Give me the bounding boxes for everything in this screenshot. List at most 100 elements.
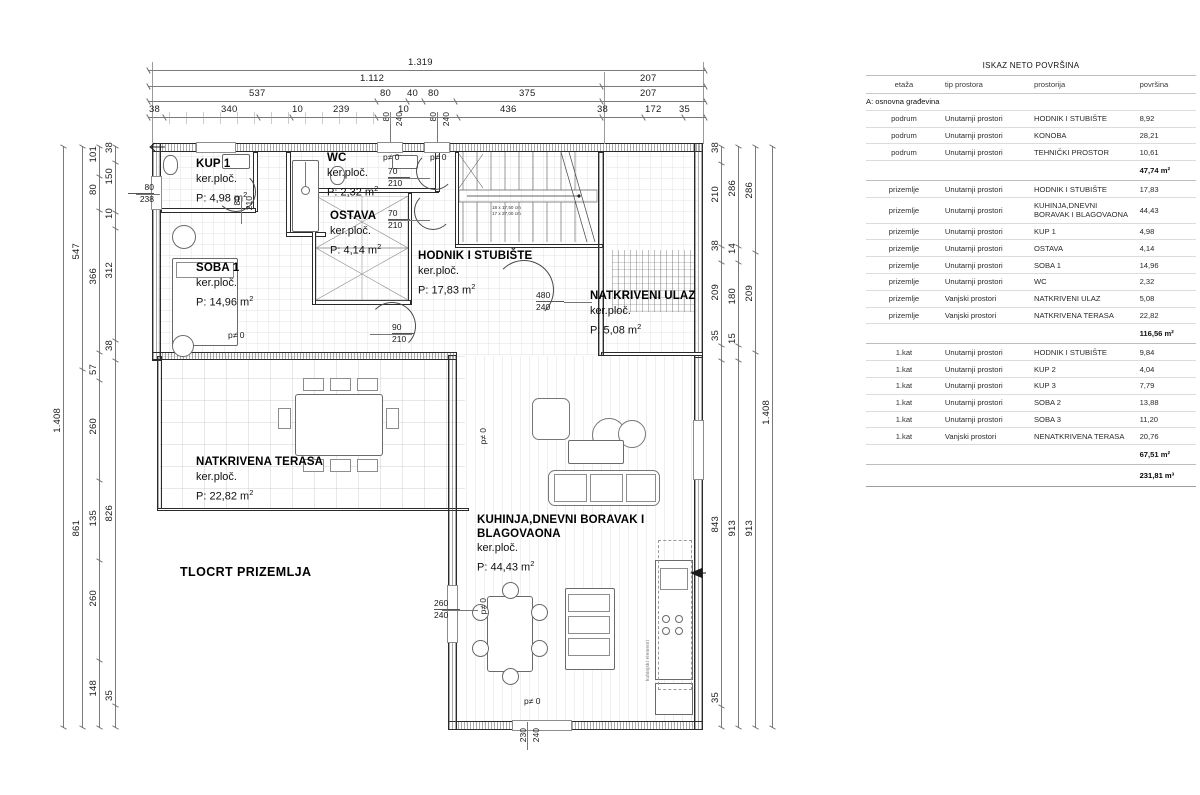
dim-value-left4-1: 38 xyxy=(104,142,115,153)
level-mark-6: p≠ 0 xyxy=(524,696,541,706)
leader-entry-door xyxy=(564,302,592,303)
room-name-soba1: SOBA 1 xyxy=(196,262,240,274)
dim-value-top4-8: 172 xyxy=(645,104,662,115)
room-area-wc: P: 2,32 m2 xyxy=(327,181,378,201)
dim-value-top4-6: 436 xyxy=(500,104,517,115)
leader-door-kup1 xyxy=(241,196,242,224)
cell-etaza: podrum xyxy=(866,143,942,162)
hob-burner-2 xyxy=(675,615,683,623)
cell-povrsina: 11,20 xyxy=(1136,411,1196,429)
terrace-chair-8 xyxy=(386,408,399,429)
grand-total-row: 231,81 m³ xyxy=(866,464,1196,488)
dim-value-left-total: 1.408 xyxy=(52,408,63,433)
cell-tip: Unutarnji prostori xyxy=(941,394,1031,412)
island-stool-3 xyxy=(568,638,610,656)
dim-value-right3-1: 286 xyxy=(744,182,755,199)
room-area-value-ulaz: P: 5,08 m xyxy=(590,324,638,337)
subtotal-row-prizemlje: 116,56 m² xyxy=(866,323,1196,345)
opening-tag-terrace-door: 260 240 xyxy=(434,598,460,620)
cell-povrsina: 4,98 xyxy=(1136,223,1196,241)
room-finish-ulaz: ker.ploč. xyxy=(590,304,631,317)
table-row: podrum Unutarnji prostori TEHNIČKI PROST… xyxy=(866,143,1196,162)
dim-chain-top-3 xyxy=(148,101,706,102)
wall-terrace-bottom xyxy=(157,508,469,511)
cell-tip: Unutarnji prostori xyxy=(941,180,1031,198)
terrace-door-width: 260 xyxy=(434,598,449,608)
cell-prostorija: KUP 2 xyxy=(1030,360,1137,378)
sink-kup1 xyxy=(222,154,250,169)
terrace-chair-5 xyxy=(330,459,351,472)
dim-value-right3-2: 209 xyxy=(744,285,755,302)
table-round-soba1-lower xyxy=(172,335,194,357)
cell-povrsina: 7,79 xyxy=(1136,377,1196,395)
room-label-natkriveni-ulaz: NATKRIVENI ULAZ ker.ploč. P: 5,08 m2 xyxy=(590,290,696,338)
table-row: prizemlje Vanjski prostori NATKRIVENI UL… xyxy=(866,290,1196,308)
cell-etaza: prizemlje xyxy=(866,197,942,224)
cell-etaza: 1.kat xyxy=(866,427,942,446)
section-label-osnovna-gradevina: A: osnovna građevina xyxy=(866,93,1196,111)
cell-tip: Unutarnji prostori xyxy=(941,360,1031,378)
dim-chain-right-4 xyxy=(772,146,773,728)
cell-etaza: podrum xyxy=(866,110,942,128)
door-height-wc: 210 xyxy=(388,177,403,188)
floor-tiling-entry xyxy=(606,150,698,355)
dim-value-left4-7: 35 xyxy=(104,690,115,701)
staircase xyxy=(458,151,599,244)
opening-tag-divider-6 xyxy=(434,608,460,610)
room-finish-terasa: ker.ploč. xyxy=(196,470,237,483)
cell-povrsina: 13,88 xyxy=(1136,394,1196,412)
dim-tick-l4-h xyxy=(112,725,119,730)
table-row: prizemlje Unutarnji prostori KUHINJA,DNE… xyxy=(866,197,1196,224)
room-area-kuhinja: P: 44,43 m2 xyxy=(477,556,644,576)
dim-value-top2-1: 1.112 xyxy=(360,73,385,84)
table-row: 1.kat Unutarnji prostori KUP 2 4,04 xyxy=(866,360,1196,378)
cell-prostorija: KUP 1 xyxy=(1030,223,1137,241)
dim-chain-top-1 xyxy=(148,70,706,71)
dim-value-left3-7: 260 xyxy=(88,590,99,607)
terrace-chair-2 xyxy=(330,378,351,391)
hob-burner-3 xyxy=(662,627,670,635)
cell-etaza: 1.kat xyxy=(866,411,942,429)
room-area-unit-soba1: 2 xyxy=(249,293,254,303)
dining-chair-i6 xyxy=(502,668,519,685)
subtotal-row-podrum: 47,74 m² xyxy=(866,160,1196,182)
room-finish-wc: ker.ploč. xyxy=(327,166,368,179)
level-mark-5: p≠ 0 xyxy=(478,598,488,615)
cell-povrsina: 14,96 xyxy=(1136,256,1196,275)
level-mark-2: p≠ 0 xyxy=(430,152,447,162)
cell-etaza: prizemlje xyxy=(866,256,942,275)
cell-povrsina: 22,82 xyxy=(1136,307,1196,325)
table-round-soba1 xyxy=(172,225,196,249)
door-swing-kup1 xyxy=(216,172,256,212)
cell-tip: Unutarnji prostori xyxy=(941,256,1031,275)
col-header-povrsina: površina xyxy=(1136,76,1196,94)
dim-value-left3-2: 80 xyxy=(88,184,99,195)
dim-value-left4-5: 38 xyxy=(104,340,115,351)
dim-value-top4-9: 35 xyxy=(679,104,690,115)
subtotal-pad-8 xyxy=(941,444,1031,466)
subtotal-value-prizemlje: 116,56 m² xyxy=(1136,323,1196,345)
cell-prostorija: HODNIK I STUBIŠTE xyxy=(1030,343,1137,362)
opening-width-window-left: 80 xyxy=(144,182,154,192)
dim-tick-r1-h xyxy=(718,725,725,730)
cell-prostorija: HODNIK I STUBIŠTE xyxy=(1030,110,1137,128)
kitchen-label-vertical: kuhinjski elementi xyxy=(645,640,650,681)
dim-tick-r3-d xyxy=(752,725,759,730)
dim-value-left3-6: 135 xyxy=(88,510,99,527)
shower-head xyxy=(301,186,310,195)
cell-povrsina: 10,61 xyxy=(1136,143,1196,162)
room-name-wc: WC xyxy=(327,152,347,164)
total-pad-1 xyxy=(866,464,942,488)
cell-povrsina: 28,21 xyxy=(1136,127,1196,145)
table-row: prizemlje Vanjski prostori NATKRIVENA TE… xyxy=(866,307,1196,325)
opening-tag-divider-5 xyxy=(536,300,564,302)
dim-tick-r2-f xyxy=(735,725,742,730)
window-top-1 xyxy=(377,142,403,153)
leader-top-1 xyxy=(390,112,391,142)
shower-pipe xyxy=(305,162,306,187)
col-header-tip: tip prostora xyxy=(941,76,1031,94)
opening-tag-bottom-door-height: 240 xyxy=(531,728,541,742)
room-area-value-ostava: P: 4,14 m xyxy=(330,244,378,257)
dim-tick-r4-b xyxy=(769,725,776,730)
room-area-unit-kuhinja: 2 xyxy=(530,559,535,568)
